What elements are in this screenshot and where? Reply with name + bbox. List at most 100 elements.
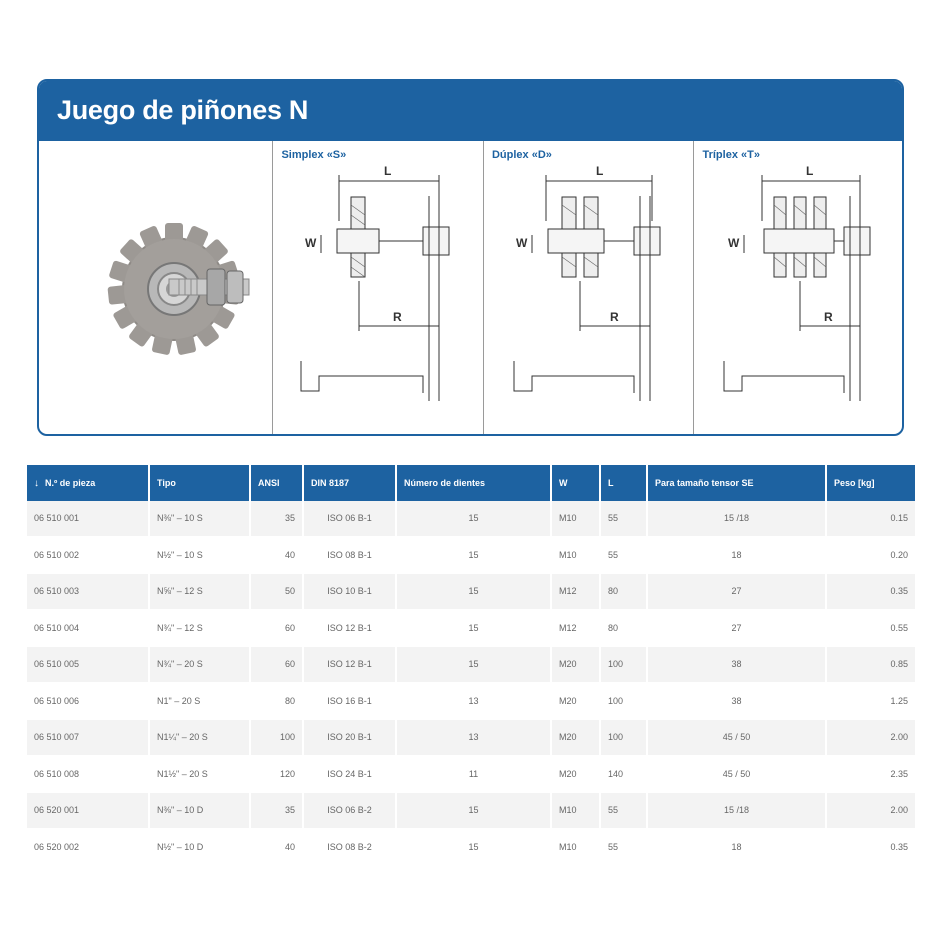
col-header-peso[interactable]: Peso [kg] <box>827 465 915 501</box>
cell-dientes: 15 <box>397 537 550 574</box>
col-header-ansi[interactable]: ANSI <box>251 465 302 501</box>
col-header-dientes[interactable]: Número de dientes <box>397 465 550 501</box>
cell-peso: 2.35 <box>827 756 915 793</box>
cell-l: 80 <box>601 610 646 647</box>
dim-r-label: R <box>610 310 619 324</box>
col-header-din[interactable]: DIN 8187 <box>304 465 395 501</box>
cell-l: 55 <box>601 501 646 538</box>
diagram-simplex: Simplex «S» <box>273 141 484 434</box>
cell-tipo: N½" – 10 D <box>150 829 249 866</box>
cell-part-no: 06 520 001 <box>27 793 148 830</box>
cell-w: M10 <box>552 829 599 866</box>
diagram-title: Tríplex «T» <box>702 149 760 161</box>
cell-ansi: 35 <box>251 501 302 538</box>
cell-part-no: 06 510 002 <box>27 537 148 574</box>
cell-din: ISO 08 B-2 <box>304 829 395 866</box>
product-photo <box>39 141 274 434</box>
cell-l: 55 <box>601 793 646 830</box>
cell-ansi: 40 <box>251 537 302 574</box>
product-panel: Juego de piñones N <box>37 79 904 436</box>
cell-part-no: 06 510 001 <box>27 501 148 538</box>
cell-part-no: 06 510 008 <box>27 756 148 793</box>
cell-ansi: 80 <box>251 683 302 720</box>
cell-peso: 0.15 <box>827 501 915 538</box>
cell-tipo: N½" – 10 S <box>150 537 249 574</box>
cell-tensor: 15 /18 <box>648 793 825 830</box>
cell-w: M20 <box>552 647 599 684</box>
cell-tensor: 18 <box>648 537 825 574</box>
cell-peso: 1.25 <box>827 683 915 720</box>
cell-dientes: 15 <box>397 829 550 866</box>
cell-part-no: 06 510 004 <box>27 610 148 647</box>
cell-dientes: 15 <box>397 501 550 538</box>
cell-tensor: 38 <box>648 683 825 720</box>
cell-l: 100 <box>601 720 646 757</box>
col-header-tipo[interactable]: Tipo <box>150 465 249 501</box>
cell-ansi: 40 <box>251 829 302 866</box>
cell-tipo: N⅜" – 10 D <box>150 793 249 830</box>
cell-din: ISO 06 B-2 <box>304 793 395 830</box>
dim-r-label: R <box>824 310 833 324</box>
cell-dientes: 11 <box>397 756 550 793</box>
cell-dientes: 15 <box>397 610 550 647</box>
cell-dientes: 15 <box>397 793 550 830</box>
cell-tensor: 45 / 50 <box>648 756 825 793</box>
cell-tensor: 45 / 50 <box>648 720 825 757</box>
cell-dientes: 13 <box>397 720 550 757</box>
cell-ansi: 35 <box>251 793 302 830</box>
cell-w: M12 <box>552 574 599 611</box>
dim-w-label: W <box>305 236 317 250</box>
col-header-part-no[interactable]: ↓N.º de pieza <box>27 465 148 501</box>
cell-part-no: 06 520 002 <box>27 829 148 866</box>
cell-din: ISO 16 B-1 <box>304 683 395 720</box>
col-header-w[interactable]: W <box>552 465 599 501</box>
cell-ansi: 50 <box>251 574 302 611</box>
cell-tensor: 27 <box>648 574 825 611</box>
cell-w: M10 <box>552 501 599 538</box>
cell-din: ISO 08 B-1 <box>304 537 395 574</box>
diagram-title: Dúplex «D» <box>491 149 552 161</box>
col-header-l[interactable]: L <box>601 465 646 501</box>
cell-l: 55 <box>601 537 646 574</box>
cell-l: 100 <box>601 647 646 684</box>
cell-dientes: 13 <box>397 683 550 720</box>
sort-arrow-icon[interactable]: ↓ <box>34 477 39 489</box>
cell-din: ISO 10 B-1 <box>304 574 395 611</box>
dim-w-label: W <box>516 236 528 250</box>
cell-peso: 0.35 <box>827 574 915 611</box>
dim-l-label: L <box>596 164 603 178</box>
cell-w: M10 <box>552 537 599 574</box>
triplex-drawing-icon: L W R <box>723 164 871 401</box>
cell-tipo: N¾" – 20 S <box>150 647 249 684</box>
cell-w: M20 <box>552 756 599 793</box>
cell-din: ISO 20 B-1 <box>304 720 395 757</box>
cell-peso: 0.85 <box>827 647 915 684</box>
simplex-drawing-icon: L W R <box>300 164 450 401</box>
cell-part-no: 06 510 005 <box>27 647 148 684</box>
cell-part-no: 06 510 003 <box>27 574 148 611</box>
cell-peso: 0.20 <box>827 537 915 574</box>
table-header-row: ↓N.º de pieza Tipo ANSI DIN 8187 Número … <box>27 465 915 501</box>
panel-body: Simplex «S» <box>39 141 902 434</box>
cell-tipo: N⅝" – 12 S <box>150 574 249 611</box>
col-header-tensor[interactable]: Para tamaño tensor SE <box>648 465 825 501</box>
dim-l-label: L <box>806 164 813 178</box>
cell-w: M12 <box>552 610 599 647</box>
diagram-title: Simplex «S» <box>281 149 347 161</box>
cell-l: 55 <box>601 829 646 866</box>
cell-din: ISO 06 B-1 <box>304 501 395 538</box>
duplex-drawing-icon: L W R <box>513 164 661 401</box>
sprocket-photo-icon <box>107 223 250 355</box>
cell-l: 140 <box>601 756 646 793</box>
cell-l: 100 <box>601 683 646 720</box>
dim-l-label: L <box>384 164 391 178</box>
cell-tensor: 38 <box>648 647 825 684</box>
